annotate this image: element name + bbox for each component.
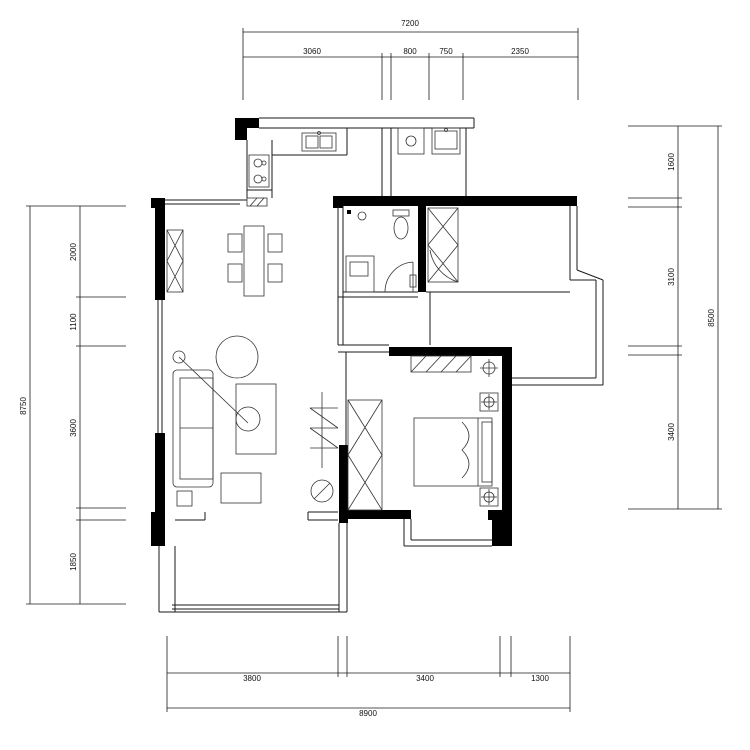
top-segment-4-label: 2350	[511, 47, 529, 56]
top-segment-1-label: 3060	[303, 47, 321, 56]
bottom-segment-3-label: 1300	[531, 674, 549, 683]
wardrobe-icon	[427, 207, 459, 283]
right-segment-2-label: 3100	[667, 268, 676, 286]
bottom-segment-1-label: 3800	[243, 674, 261, 683]
top-segment-2-label: 800	[403, 47, 417, 56]
thin-walls	[157, 117, 604, 613]
bedroom-door-icon	[429, 249, 459, 283]
shower-icon	[357, 211, 367, 221]
bathroom-door-icon	[384, 261, 417, 293]
top-total-label: 7200	[401, 19, 419, 28]
furniture	[166, 127, 499, 511]
shelf-icon	[410, 355, 472, 373]
right-segment-1-label: 1600	[667, 153, 676, 171]
dimension-labels: 7200 3060 800 750 2350 3800 3400 1300 89…	[19, 19, 716, 718]
plant-icon	[310, 479, 334, 503]
left-segment-3-label: 3600	[69, 419, 78, 437]
kitchen-sink-icon	[301, 131, 337, 152]
fridge-icon	[246, 197, 268, 207]
bed-icon	[413, 417, 493, 487]
door-swing-icon	[309, 392, 339, 468]
nightstand-lamp-2-icon	[479, 487, 499, 507]
coffee-table-icon	[235, 383, 277, 455]
nightstand-lamp-icon	[479, 392, 499, 412]
washer-icon	[397, 127, 425, 155]
cabinet-icon	[166, 229, 184, 293]
right-segment-3-label: 3400	[667, 423, 676, 441]
left-total-label: 8750	[19, 397, 28, 415]
floor-lamp-icon	[172, 350, 186, 364]
small-fixture-icon	[347, 210, 351, 214]
round-table-icon	[215, 335, 259, 379]
bottom-segment-2-label: 3400	[416, 674, 434, 683]
left-segment-4-label: 1850	[69, 553, 78, 571]
laundry-sink-icon	[431, 127, 461, 155]
top-segment-3-label: 750	[439, 47, 453, 56]
toilet-icon	[392, 209, 410, 240]
bottom-total-label: 8900	[359, 709, 377, 718]
wash-basin-icon	[345, 255, 375, 293]
right-total-label: 8500	[707, 309, 716, 327]
ceiling-lamp-icon	[480, 359, 498, 377]
dimension-lines	[26, 28, 722, 712]
side-table-icon	[176, 490, 193, 507]
left-segment-1-label: 2000	[69, 243, 78, 261]
sofa-icon	[172, 369, 214, 488]
wardrobe-2-icon	[347, 399, 383, 511]
dining-table-icon	[227, 225, 283, 297]
stove-icon	[248, 154, 270, 188]
walls	[151, 118, 577, 546]
ottoman-icon	[220, 472, 262, 504]
left-segment-2-label: 1100	[69, 313, 78, 331]
